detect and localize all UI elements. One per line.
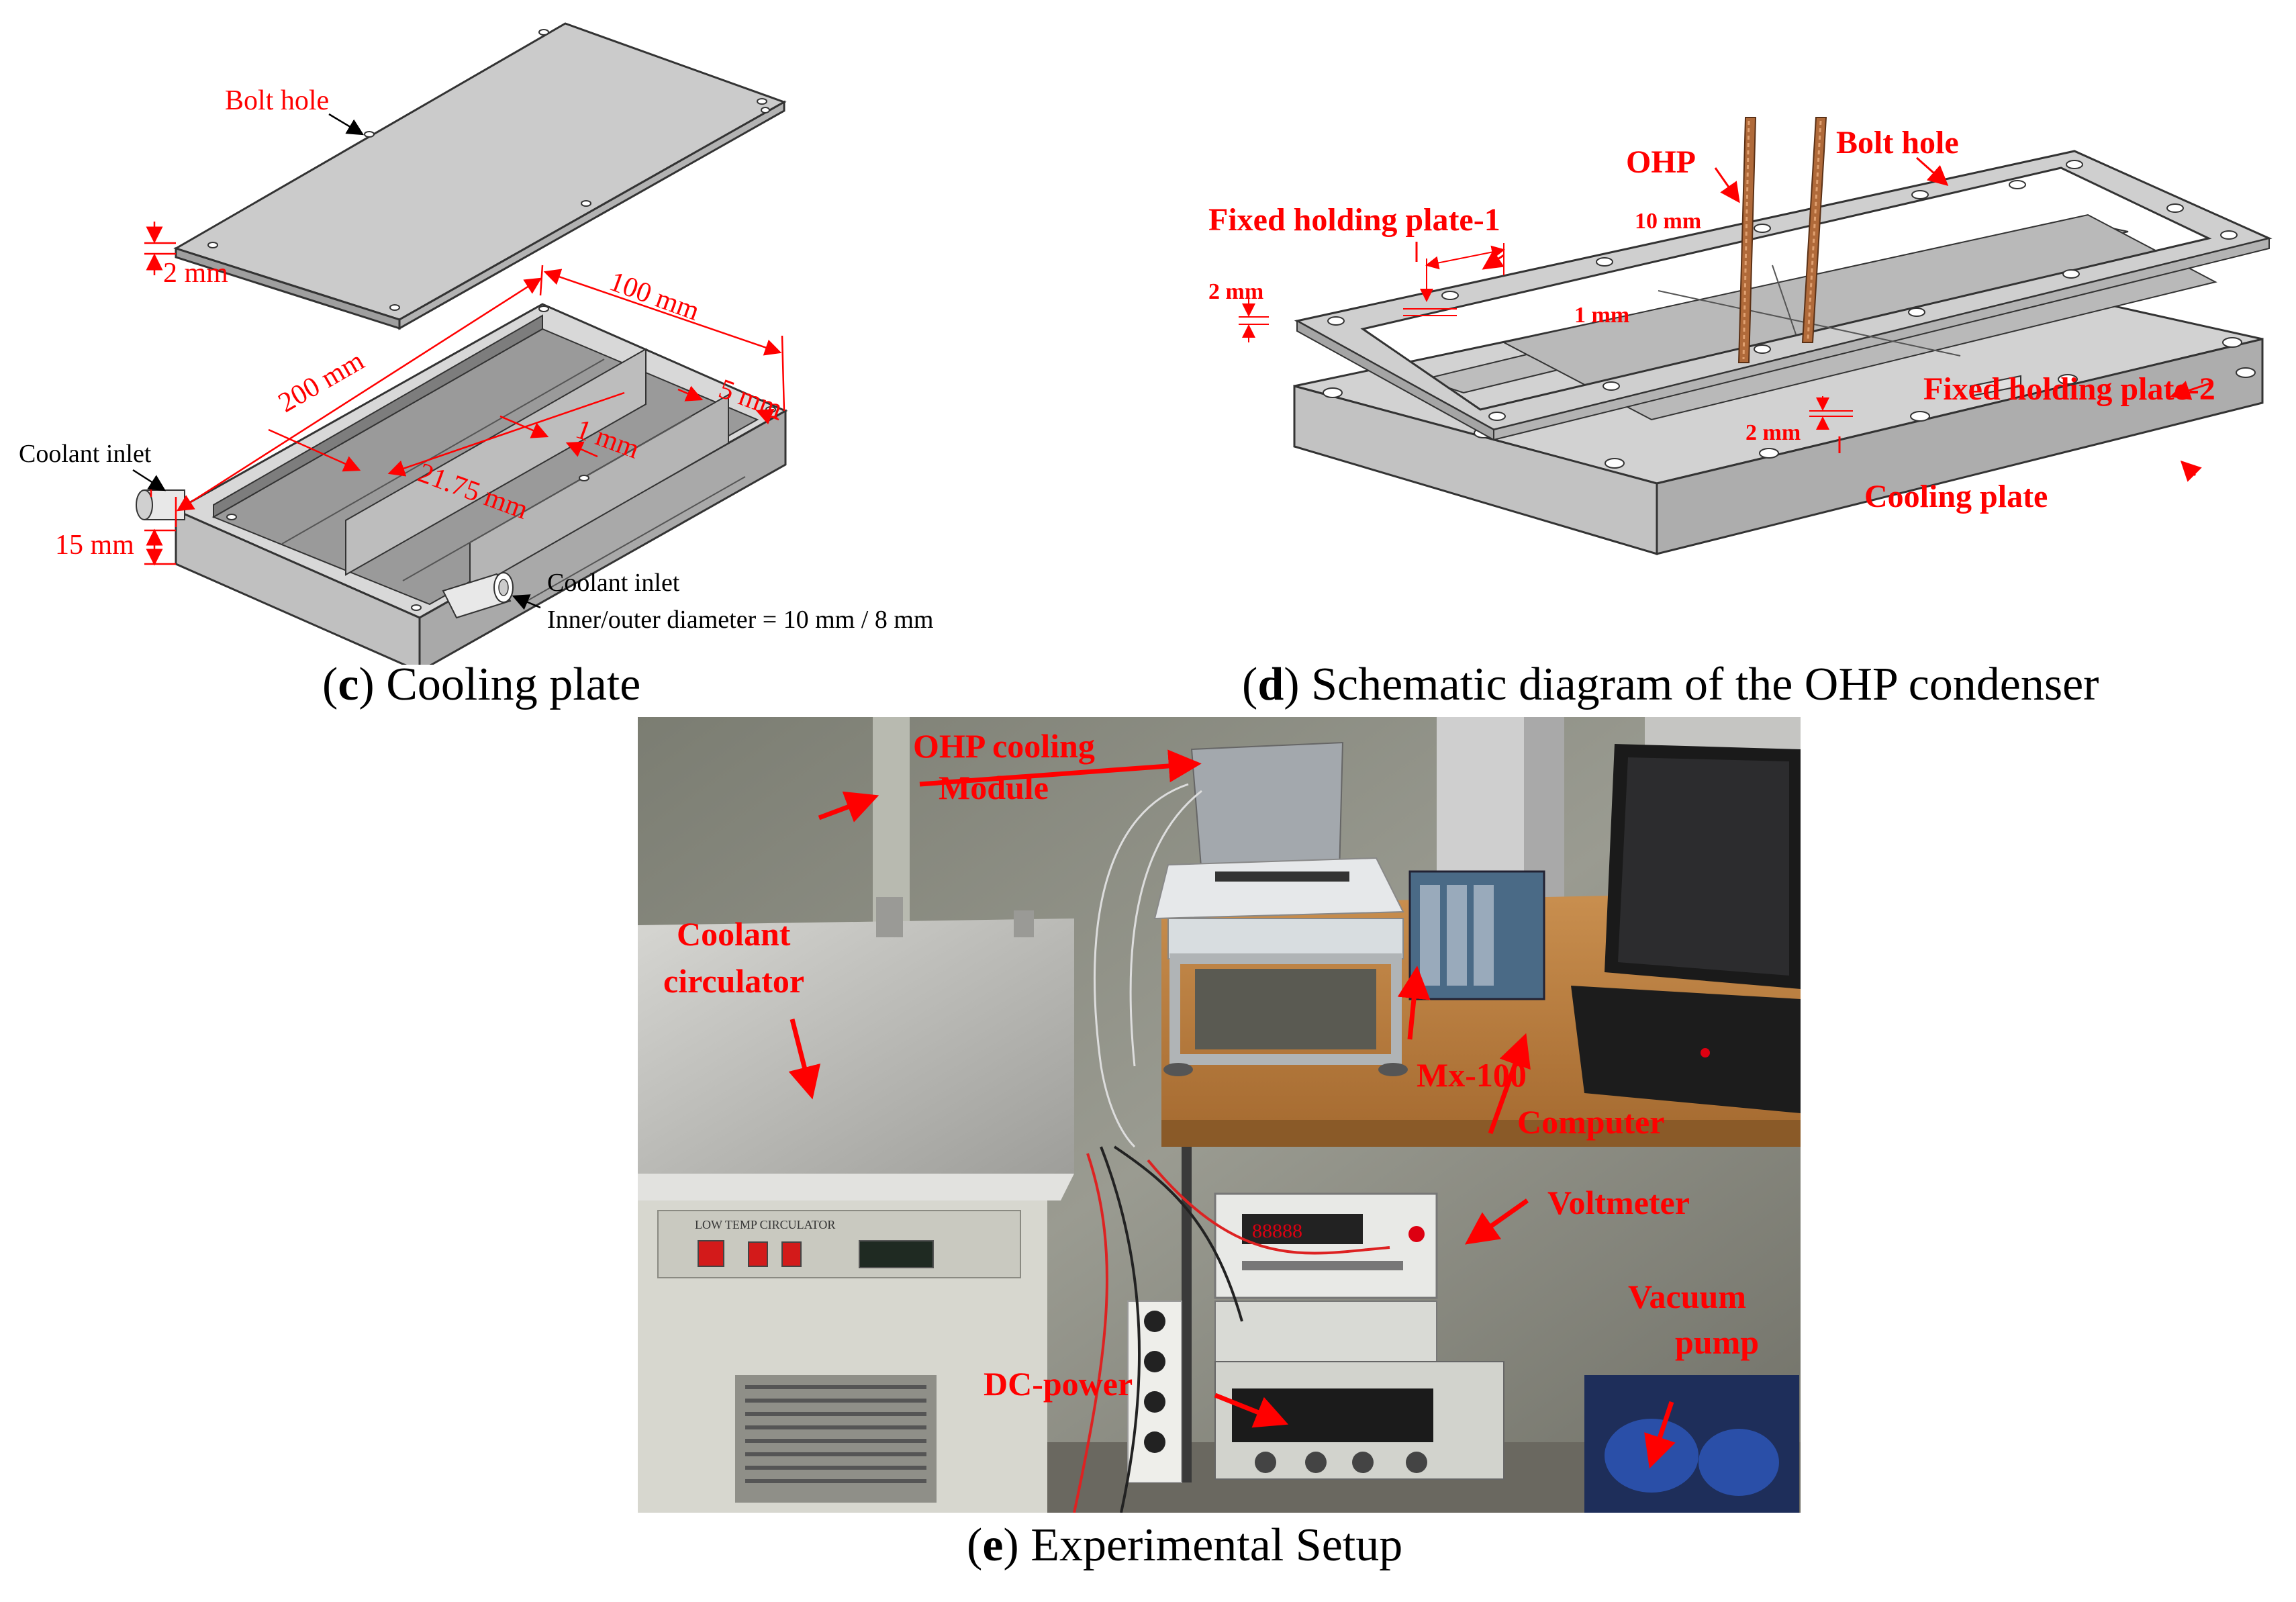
label-width: 100 mm [606, 266, 704, 327]
e-pointer-arrows [788, 791, 1676, 1469]
label-coolant-2: circulator [663, 962, 804, 1000]
label-coolant-inlet-2: Coolant inlet [547, 569, 680, 597]
ohp-module [1153, 741, 1408, 1076]
voltmeter: 88888 [1214, 1192, 1438, 1299]
label-ohp-module-1: OHP cooling [913, 727, 1095, 765]
dimension-lines [144, 222, 785, 566]
cooling-plate-drawing: Bolt hole 2 mm 200 mm 100 mm 5 mm 1 mm 2… [19, 22, 933, 665]
label-mx100: Mx-100 [1417, 1056, 1527, 1094]
label-10mm: 10 mm [1635, 209, 1701, 234]
label-bolt-hole-d: Bolt hole [1836, 125, 1959, 160]
label-height: 15 mm [55, 530, 134, 561]
label-bolt-hole-c: Bolt hole [225, 85, 329, 116]
label-vacuum-1: Vacuum [1628, 1278, 1746, 1315]
label-diameter: Inner/outer diameter = 10 mm / 8 mm [547, 606, 933, 634]
svg-text:88888: 88888 [1252, 1220, 1302, 1242]
power-strip [1127, 1301, 1182, 1483]
label-coolant-inlet-1: Coolant inlet [19, 440, 152, 468]
circulator-panel-text: LOW TEMP CIRCULATOR [695, 1218, 835, 1231]
label-coolant-1: Coolant [677, 915, 791, 953]
label-dc-power: DC-power [984, 1365, 1133, 1403]
inlet-tube-left [136, 489, 185, 520]
caption-e: (e) Experimental Setup [967, 1519, 1403, 1571]
label-fixed-plate-2: Fixed holding plate-2 [1923, 371, 2215, 407]
label-fixed-plate-1: Fixed holding plate-1 [1208, 202, 1500, 238]
ohp-condenser-drawing: OHP Bolt hole Fixed holding plate-1 Fixe… [1208, 117, 2273, 556]
laptop [1571, 744, 1801, 1113]
lid-plate [173, 22, 787, 330]
inlet-tube-right [442, 572, 514, 619]
coolant-circulator: LOW TEMP CIRCULATOR [638, 897, 1074, 1513]
label-ohp-module-2: Module [939, 769, 1049, 806]
caption-c: (c) Cooling plate [322, 659, 641, 710]
label-voltmeter: Voltmeter [1547, 1184, 1690, 1221]
vacuum-pump [1584, 1375, 1799, 1513]
label-length: 200 mm [273, 345, 370, 418]
label-1mm: 1 mm [1574, 303, 1629, 328]
label-computer: Computer [1517, 1103, 1664, 1141]
label-cooling-plate: Cooling plate [1864, 479, 2048, 514]
experimental-setup-photo: LOW TEMP CIRCULATOR [638, 717, 1801, 1513]
label-2mm-left: 2 mm [1208, 279, 1263, 304]
holding-plate-1 [1294, 150, 2273, 441]
label-vacuum-2: pump [1675, 1323, 1759, 1361]
ohp-tubes [1737, 117, 1827, 363]
mx100-unit [1408, 870, 1545, 1000]
label-ohp: OHP [1626, 144, 1696, 180]
caption-d: (d) Schematic diagram of the OHP condens… [1242, 659, 2099, 710]
label-2mm-bottom: 2 mm [1745, 420, 1801, 445]
label-lid-thickness: 2 mm [163, 258, 228, 289]
